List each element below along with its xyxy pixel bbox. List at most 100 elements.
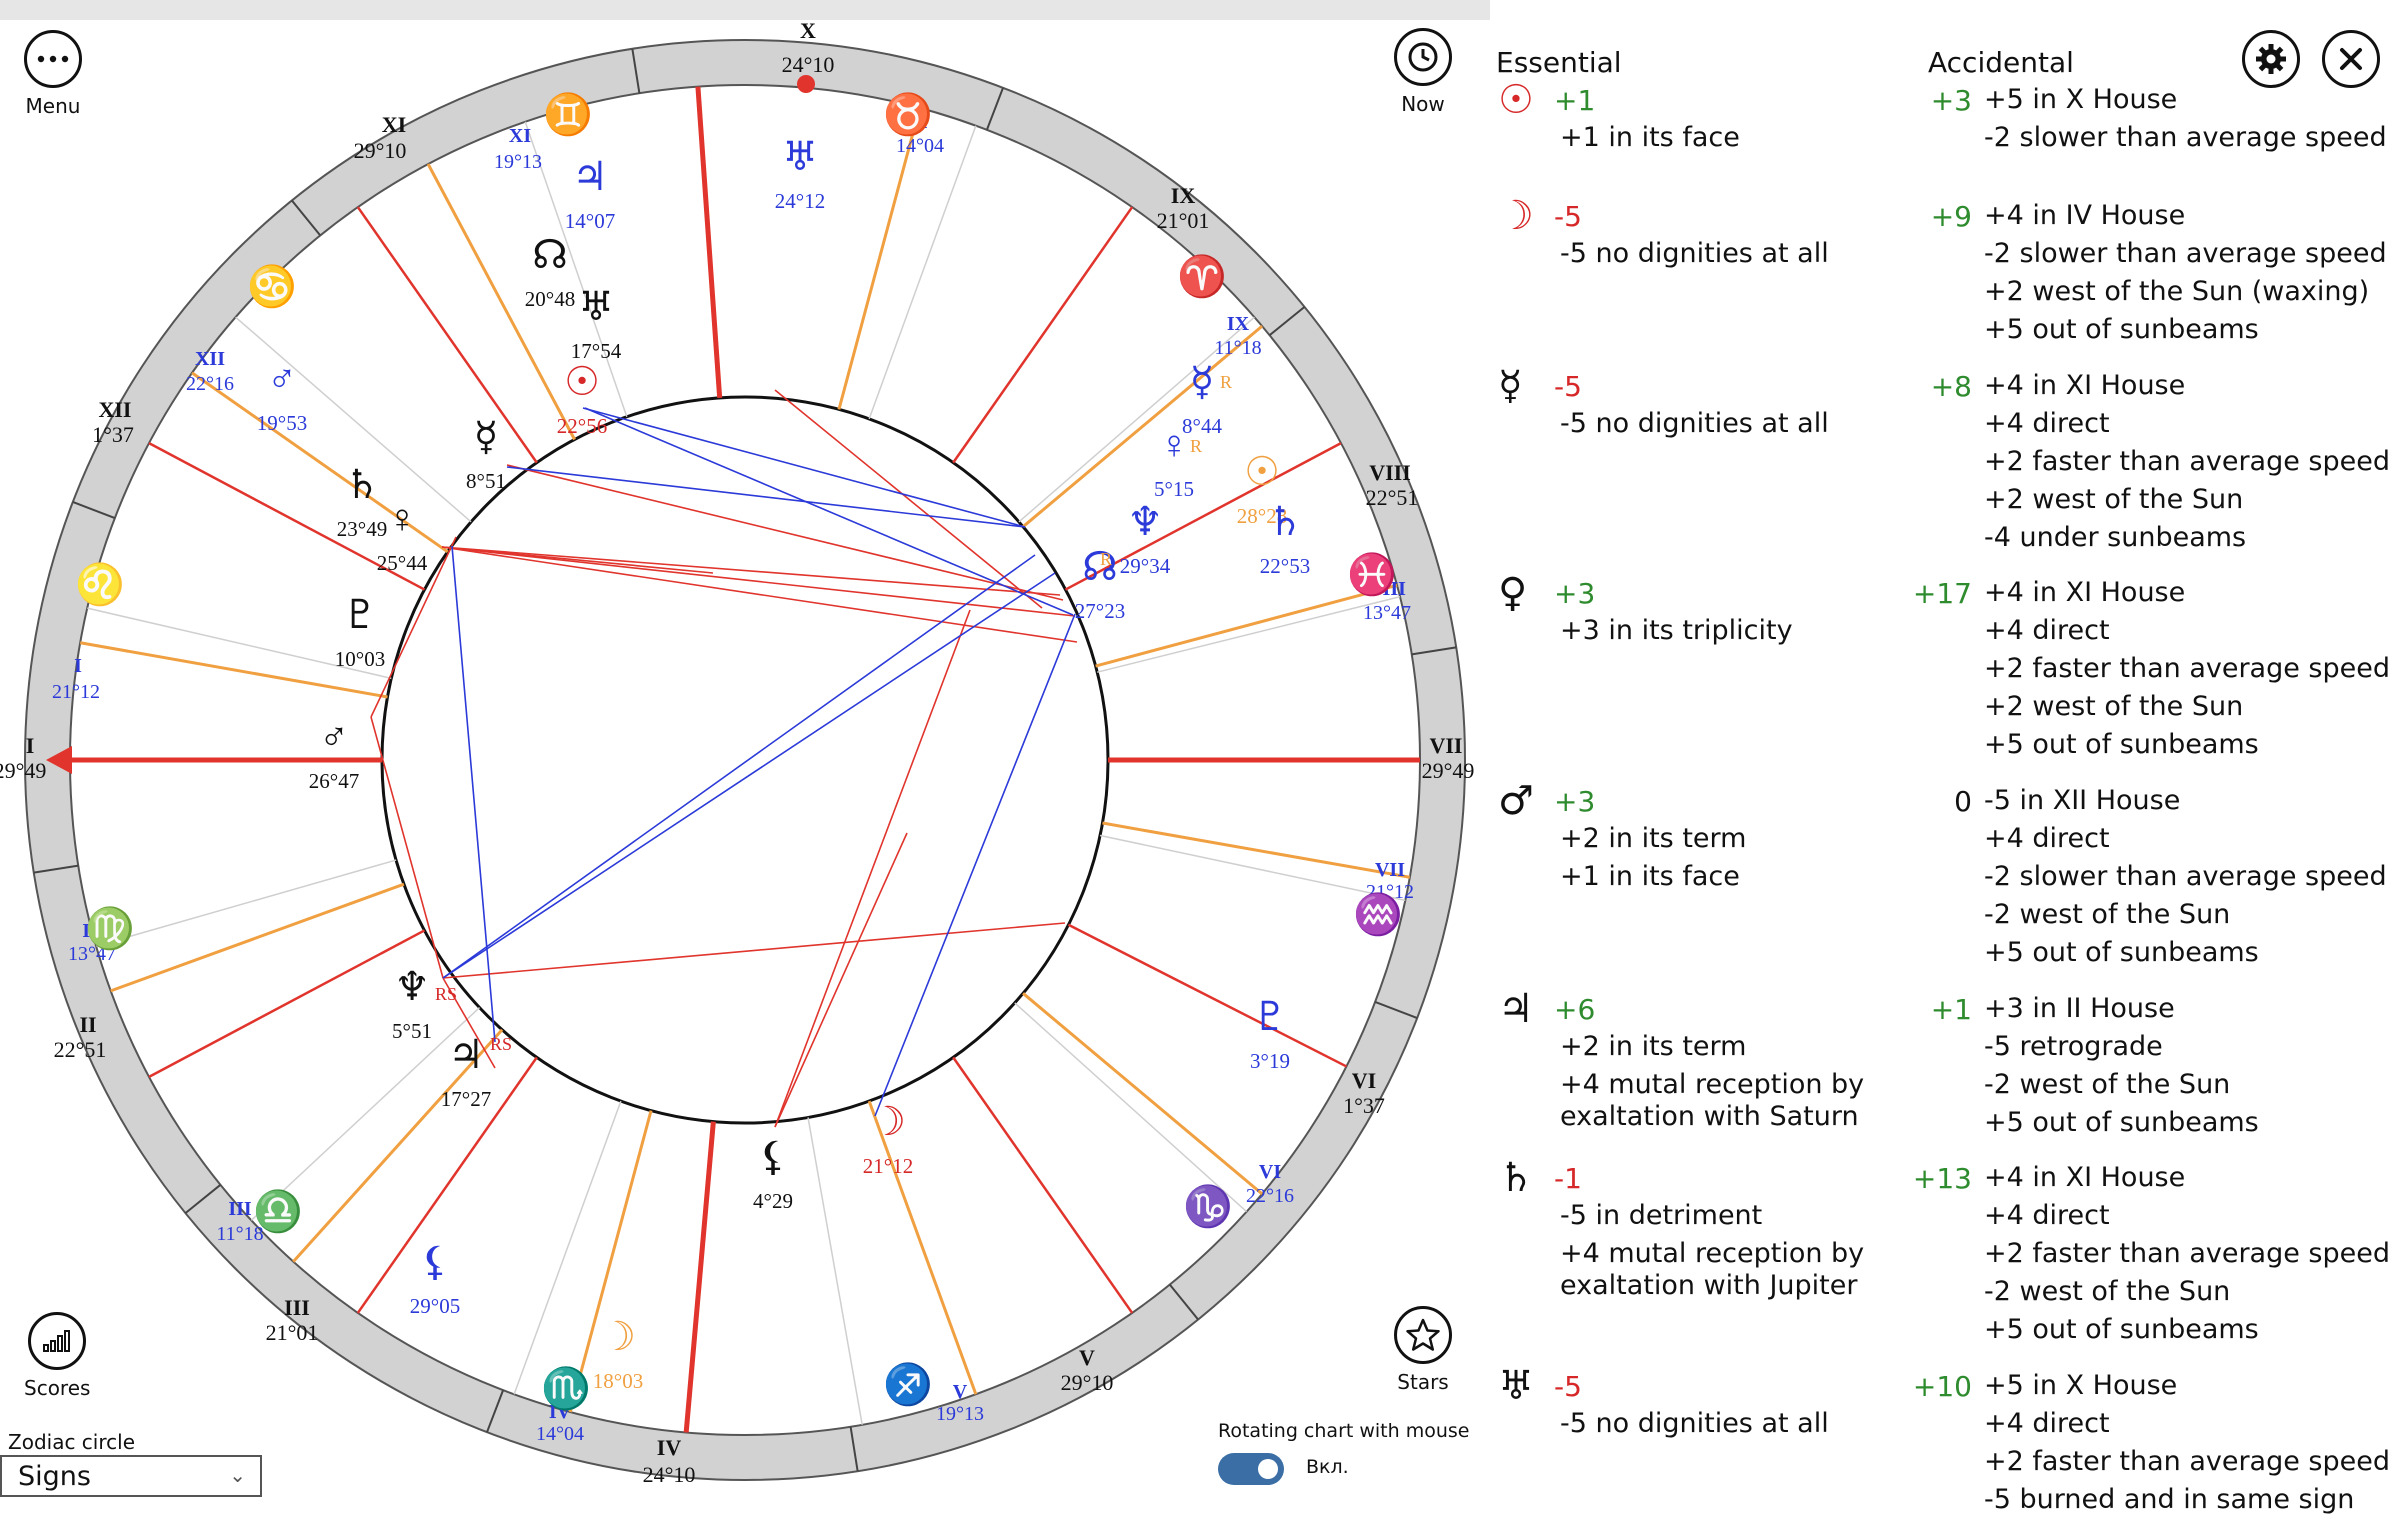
house-number: IX (1171, 183, 1196, 208)
house-cusp-line (1064, 442, 1342, 591)
accidental-score: 0 (1954, 785, 1972, 818)
natal-chart-wheel[interactable]: X24°10XI29°10XII1°37I29°49II22°51III21°0… (0, 20, 1490, 1500)
accidental-score: +8 (1930, 370, 1972, 403)
planet-glyph: ☉ (1244, 449, 1280, 494)
house-degree: 29°10 (1061, 1370, 1114, 1395)
planet-glyph: ♀ (387, 496, 417, 541)
rotating-chart-toggle[interactable] (1218, 1453, 1284, 1485)
house-number: IV (657, 1435, 682, 1460)
planet-degree: 25°44 (377, 551, 428, 575)
planet-degree: 5°51 (392, 1019, 432, 1043)
sign-divider (985, 87, 1004, 131)
aspect-line (774, 389, 1043, 609)
accidental-line: +5 out of sunbeams (1984, 1107, 2259, 1138)
planet-glyph: ♅ (578, 284, 614, 329)
planet-glyph: ☿ (1190, 359, 1215, 404)
cusp-number: XI (509, 125, 531, 147)
zodiac-sign-icon: ♊ (543, 91, 593, 137)
house-cusp-line (695, 86, 723, 399)
accidental-header: Accidental (1928, 46, 2074, 79)
accidental-line: -4 under sunbeams (1984, 522, 2247, 553)
aspect-line (442, 572, 1056, 979)
cusp-line-orange (1095, 583, 1398, 668)
stars-button[interactable]: Stars (1394, 1306, 1452, 1394)
moon-icon: ☽ (1498, 193, 1534, 239)
chevron-down-icon: ⌄ (229, 1463, 246, 1487)
venus-icon: ♀ (1498, 570, 1528, 616)
mercury-icon: ☿ (1498, 363, 1523, 409)
cusp-degree: 11°18 (1214, 337, 1261, 359)
aspect-line (451, 545, 496, 1043)
spoke-line (1097, 595, 1401, 673)
aspect-line (441, 546, 1076, 617)
sign-divider (631, 48, 641, 94)
essential-line: +3 in its triplicity (1560, 615, 1793, 646)
house-cusp-line (356, 1056, 538, 1314)
planet-glyph: ♆ (394, 964, 430, 1009)
jupiter-icon: ♃ (1498, 986, 1534, 1032)
cusp-degree: 14°04 (536, 1423, 584, 1445)
planet-glyph: ♂ (319, 714, 349, 759)
cusp-degree: 19°13 (936, 1403, 984, 1425)
accidental-line: +5 in X House (1984, 84, 2178, 115)
spoke-line (95, 859, 397, 947)
zodiac-outer-ring (24, 39, 1466, 1481)
menu-button[interactable]: Menu (24, 30, 82, 118)
house-number: X (800, 20, 816, 43)
zodiac-sign-icon: ♒ (1353, 891, 1403, 937)
essential-line: +1 in its face (1560, 122, 1740, 153)
planet-degree: 22°53 (1260, 554, 1310, 578)
cusp-number: III (228, 1198, 252, 1220)
spoke-line (250, 1007, 481, 1221)
accidental-line: +2 faster than average speed (1984, 1238, 2391, 1269)
now-button[interactable]: Now (1394, 28, 1452, 116)
cusp-degree: 13°47 (68, 943, 116, 965)
house-cusp-line (148, 442, 426, 591)
accidental-line: +2 west of the Sun (waxing) (1984, 276, 2370, 307)
planet-degree: 28°28 (1237, 504, 1287, 528)
spoke-line (1014, 1002, 1248, 1213)
spoke-line (1018, 316, 1255, 523)
accidental-line: +5 out of sunbeams (1984, 314, 2259, 345)
aspect-line (442, 977, 496, 1069)
cusp-line-orange (837, 107, 922, 410)
essential-line: -5 no dignities at all (1560, 238, 1829, 269)
accidental-line: +5 out of sunbeams (1984, 1314, 2259, 1345)
aspect-line (370, 716, 444, 979)
essential-score: +6 (1554, 993, 1596, 1026)
essential-score: -5 (1554, 1370, 1582, 1403)
planet-glyph: ☊ (1082, 544, 1118, 589)
accidental-line: +2 west of the Sun (1984, 484, 2244, 515)
planet-degree: 8°44 (1182, 414, 1222, 438)
accidental-score: +1 (1930, 993, 1972, 1026)
cusp-degree: 19°13 (494, 151, 542, 173)
house-degree: 21°01 (1157, 208, 1210, 233)
settings-button[interactable] (2242, 30, 2300, 88)
spoke-line (235, 316, 472, 523)
cusp-line-orange (1022, 992, 1264, 1196)
cusp-number: XII (195, 348, 225, 370)
cusp-line-orange (426, 163, 576, 441)
aspect-line (774, 832, 908, 1128)
cusp-number: VIII (1368, 578, 1406, 600)
cusp-line-orange (1022, 324, 1264, 528)
cusp-line-orange (292, 1028, 504, 1263)
planet-degree: 20°48 (525, 287, 575, 311)
cusp-line-orange (79, 641, 388, 699)
house-number: XII (98, 397, 131, 422)
planet-degree: 24°12 (775, 189, 825, 213)
dignities-panel: Essential Accidental ☉+1+1 in its face+3… (1488, 20, 2400, 1515)
cusp-number: II (82, 920, 98, 942)
top-strip (0, 0, 1490, 20)
close-button[interactable] (2322, 30, 2380, 88)
spoke-line (807, 1117, 863, 1425)
planet-glyph: ♄ (1267, 499, 1303, 544)
aspect-line (874, 613, 1076, 1117)
accidental-line: -2 west of the Sun (1984, 1069, 2231, 1100)
zodiac-circle-select[interactable]: Signs ⌄ (0, 1455, 262, 1497)
planet-degree: 14°07 (565, 209, 615, 233)
essential-header: Essential (1496, 46, 1622, 79)
house-degree: 29°49 (0, 758, 46, 783)
essential-score: -1 (1554, 1162, 1582, 1195)
scores-button[interactable]: Scores (24, 1312, 90, 1400)
